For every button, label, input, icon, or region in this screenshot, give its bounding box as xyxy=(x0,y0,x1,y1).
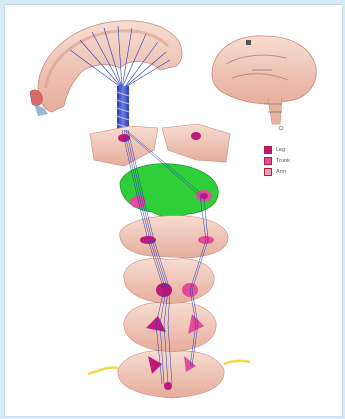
legend: Leg Trunk Arm xyxy=(264,144,290,177)
medulla-section xyxy=(120,216,228,258)
legend-swatch-trunk xyxy=(264,157,272,165)
legend-item-trunk: Trunk xyxy=(264,155,290,166)
legend-swatch-arm xyxy=(264,168,272,176)
legend-item-arm: Arm xyxy=(264,166,290,177)
legend-label-arm: Arm xyxy=(276,169,286,175)
legend-swatch-leg xyxy=(264,146,272,154)
legend-item-leg: Leg xyxy=(264,144,290,155)
upper-spinal-section xyxy=(124,259,214,304)
legend-label-leg: Leg xyxy=(276,147,285,153)
midbrain-sections xyxy=(90,124,230,166)
legend-label-trunk: Trunk xyxy=(276,158,290,164)
lumbar-spinal-section xyxy=(88,351,250,398)
highlighted-pons-section xyxy=(120,164,218,220)
sagittal-brain xyxy=(212,36,316,130)
middle-spinal-section xyxy=(124,303,216,352)
